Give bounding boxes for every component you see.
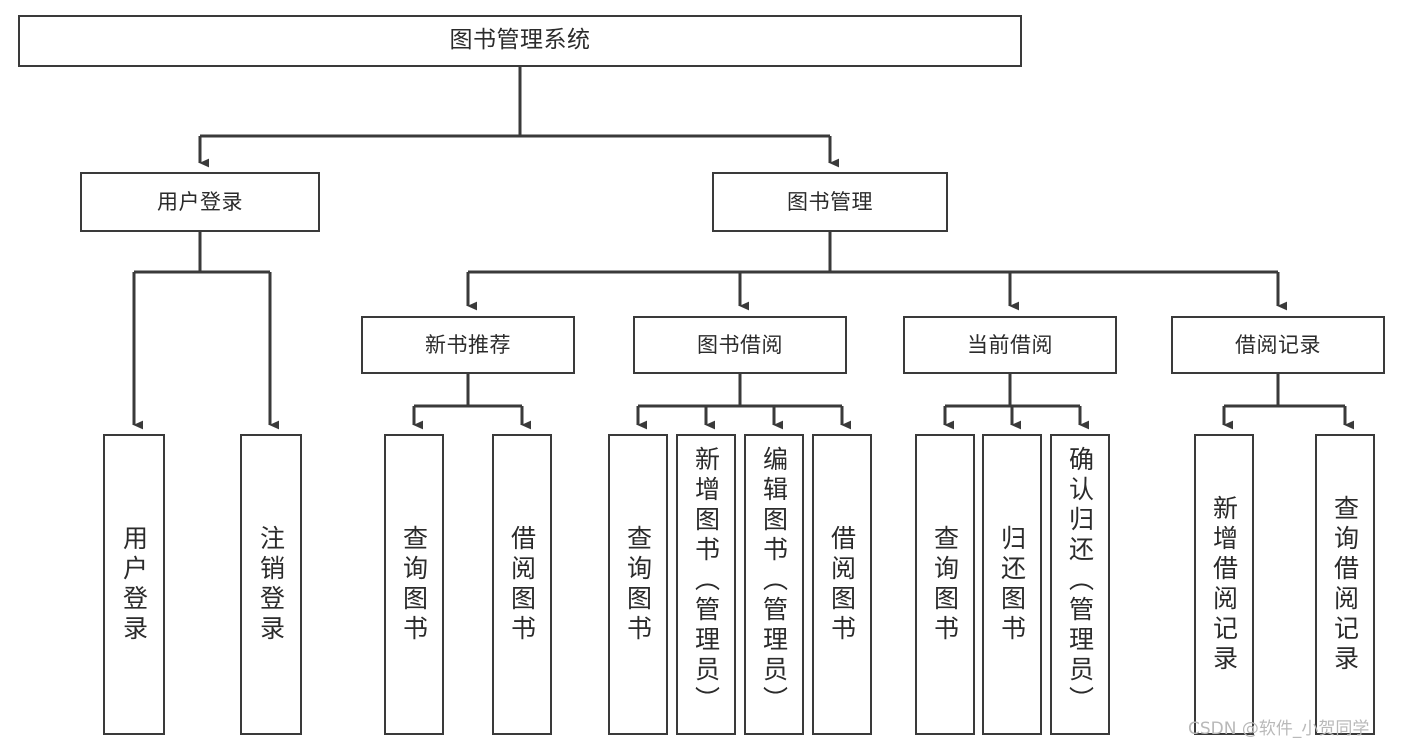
node-label: 注销登录 [256, 524, 286, 645]
node-label: 用户登录 [119, 524, 149, 645]
node-label: 借阅记录 [1235, 332, 1321, 357]
leaf-add-book-admin[interactable]: 新增图书（管理员） [676, 434, 736, 735]
node-label: 归还图书 [997, 524, 1027, 645]
node-label: 查询借阅记录 [1330, 494, 1360, 675]
leaf-query-borrow-record[interactable]: 查询借阅记录 [1315, 434, 1375, 735]
node-label: 借阅图书 [507, 524, 537, 645]
node-label: 图书借阅 [697, 332, 783, 357]
leaf-edit-book-admin[interactable]: 编辑图书（管理员） [744, 434, 804, 735]
node-user-login[interactable]: 用户登录 [80, 172, 320, 232]
leaf-logout-login[interactable]: 注销登录 [240, 434, 302, 735]
node-book-borrow[interactable]: 图书借阅 [633, 316, 847, 374]
leaf-user-login[interactable]: 用户登录 [103, 434, 165, 735]
node-label: 查询图书 [930, 524, 960, 645]
node-current-borrow[interactable]: 当前借阅 [903, 316, 1117, 374]
node-label: 查询图书 [399, 524, 429, 645]
node-borrow-record[interactable]: 借阅记录 [1171, 316, 1385, 374]
leaf-return-book[interactable]: 归还图书 [982, 434, 1042, 735]
leaf-borrow-book-recommend[interactable]: 借阅图书 [492, 434, 552, 735]
node-label: 查询图书 [623, 524, 653, 645]
leaf-add-borrow-record[interactable]: 新增借阅记录 [1194, 434, 1254, 735]
node-label: 新书推荐 [425, 332, 511, 357]
node-label: 新增图书（管理员） [691, 446, 721, 716]
node-label: 确认归还（管理员） [1065, 446, 1095, 716]
leaf-borrow-book[interactable]: 借阅图书 [812, 434, 872, 735]
csdn-watermark: CSDN @软件_小贺同学 [1188, 719, 1370, 739]
node-root-system[interactable]: 图书管理系统 [18, 15, 1022, 67]
node-label: 当前借阅 [967, 332, 1053, 357]
node-new-book-recommend[interactable]: 新书推荐 [361, 316, 575, 374]
node-label: 用户登录 [157, 189, 243, 214]
leaf-query-book-recommend[interactable]: 查询图书 [384, 434, 444, 735]
node-label: 编辑图书（管理员） [759, 446, 789, 716]
node-label: 图书管理 [787, 189, 873, 214]
node-label: 新增借阅记录 [1209, 494, 1239, 675]
leaf-query-book-borrow[interactable]: 查询图书 [608, 434, 668, 735]
node-label: 图书管理系统 [449, 27, 591, 54]
node-book-management[interactable]: 图书管理 [712, 172, 948, 232]
leaf-confirm-return-admin[interactable]: 确认归还（管理员） [1050, 434, 1110, 735]
leaf-query-book-current[interactable]: 查询图书 [915, 434, 975, 735]
node-label: 借阅图书 [827, 524, 857, 645]
